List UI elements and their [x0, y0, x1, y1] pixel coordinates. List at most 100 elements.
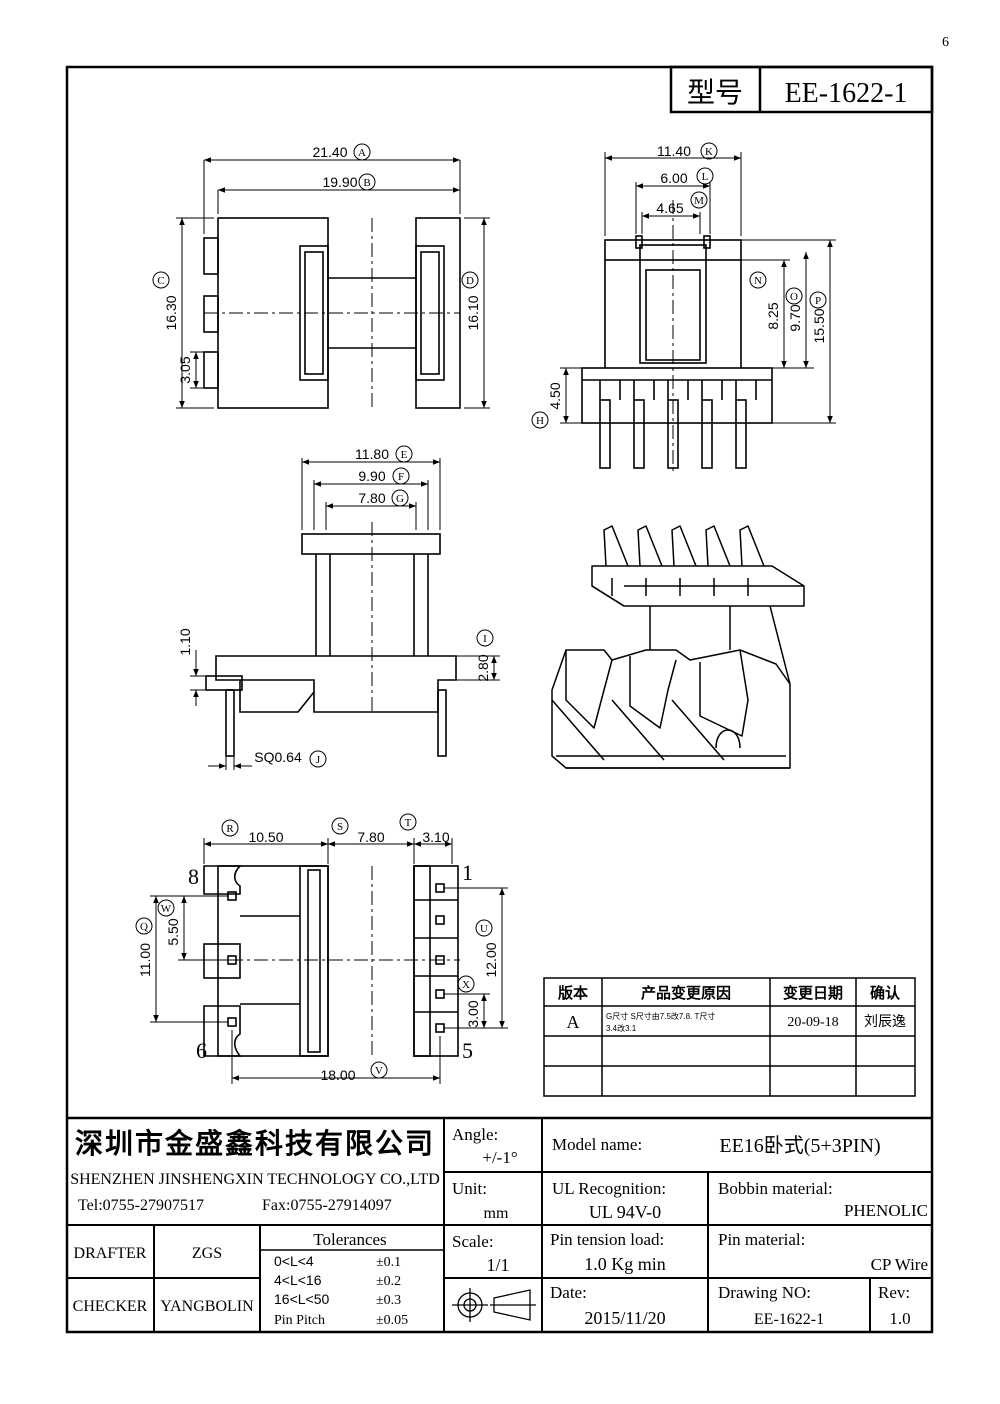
circle-letter-w: W	[161, 903, 172, 915]
dim-7-80-s: 7.80	[357, 829, 384, 845]
drawing-no-value: EE-1622-1	[754, 1311, 824, 1328]
rev-header-reason: 产品变更原因	[641, 984, 731, 1002]
circle-letter-j: J	[316, 754, 321, 766]
dim-9-90: 9.90	[358, 468, 385, 484]
rev-header-confirm: 确认	[870, 984, 901, 1002]
dim-1-10: 1.10	[177, 628, 193, 655]
model-box: 型号 EE-1622-1	[669, 65, 934, 114]
dim-2-80: 2.80	[475, 654, 491, 681]
model-name-label: Model name:	[552, 1135, 642, 1154]
pin-tension-label: Pin tension load:	[550, 1230, 664, 1249]
drawing-border	[65, 65, 934, 1334]
circle-letter-l: L	[702, 171, 709, 183]
date-label: Date:	[550, 1283, 587, 1302]
projection-symbol-icon	[452, 1288, 536, 1322]
model-name-value: EE16卧式(5+3PIN)	[719, 1134, 880, 1157]
view-isometric	[551, 525, 805, 769]
date-value: 2015/11/20	[584, 1308, 665, 1328]
rev-header-date: 变更日期	[783, 984, 843, 1002]
circle-letter-v: V	[375, 1065, 383, 1077]
view-top	[203, 217, 461, 410]
company-name-cn: 深圳市金盛鑫科技有限公司	[75, 1127, 435, 1159]
view-bottom	[203, 865, 460, 1058]
page-mark: 6	[942, 35, 949, 50]
dim-sq0-64: SQ0.64	[254, 749, 302, 765]
dim-21-40: 21.40	[312, 144, 347, 160]
tolerance-value-3: ±0.3	[376, 1293, 401, 1308]
circle-letter-h: H	[536, 415, 544, 427]
dim-4-65: 4.65	[656, 200, 683, 216]
scale-label: Scale:	[452, 1232, 494, 1251]
view-front-dimensions	[560, 152, 836, 424]
rev-row-version: A	[567, 1012, 580, 1032]
dim-15-50: 15.50	[811, 308, 827, 343]
tolerance-range-1: 0<L<4	[274, 1253, 314, 1269]
dim-6-00: 6.00	[660, 170, 687, 186]
title-block	[67, 1116, 932, 1332]
angle-label: Angle:	[452, 1125, 498, 1144]
view-side	[205, 522, 457, 757]
circle-letter-q: Q	[140, 921, 148, 933]
tolerance-value-4: ±0.05	[376, 1313, 408, 1328]
circle-letter-a: A	[358, 147, 366, 159]
ul-label: UL Recognition:	[552, 1179, 666, 1198]
circle-letter-g: G	[396, 493, 404, 505]
dim-11-80: 11.80	[355, 446, 389, 462]
unit-value: mm	[484, 1205, 509, 1222]
unit-label: Unit:	[452, 1179, 487, 1198]
dim-3-10: 3.10	[422, 829, 449, 845]
angle-value: +/-1°	[482, 1148, 517, 1167]
circle-letter-c: C	[157, 275, 164, 287]
view-bottom-dimensions	[150, 838, 508, 1084]
bobbin-label: Bobbin material:	[718, 1179, 833, 1198]
pin-number-6: 6	[196, 1038, 207, 1063]
pin-material-label: Pin material:	[718, 1230, 805, 1249]
tolerance-value-2: ±0.2	[376, 1274, 401, 1289]
pin-number-5: 5	[462, 1038, 473, 1063]
dim-8-25: 8.25	[765, 302, 781, 329]
model-value: EE-1622-1	[785, 78, 908, 109]
drafter-label: DRAFTER	[74, 1245, 147, 1262]
checker-label: CHECKER	[73, 1298, 148, 1315]
pin-number-1: 1	[462, 860, 473, 885]
circle-letter-s: S	[337, 821, 343, 833]
view-top-dimensions	[176, 157, 490, 409]
rev-label: Rev:	[878, 1283, 910, 1302]
circle-markers	[135, 142, 827, 1079]
circle-letter-k: K	[705, 146, 713, 158]
dim-4-50: 4.50	[547, 382, 563, 409]
drawing-no-label: Drawing NO:	[718, 1283, 811, 1302]
rev-row-reason-line2: 3.4改3.1	[606, 1023, 637, 1033]
circle-letter-i: I	[483, 633, 487, 645]
circle-letter-n: N	[754, 275, 762, 287]
dim-12-00: 12.00	[483, 942, 499, 977]
view-front	[581, 200, 773, 472]
rev-row-date: 20-09-18	[787, 1015, 838, 1030]
circle-letter-o: O	[790, 291, 798, 303]
checker-value: YANGBOLIN	[160, 1298, 254, 1315]
company-name-en: SHENZHEN JINSHENGXIN TECHNOLOGY CO.,LTD	[70, 1171, 440, 1188]
company-fax: Fax:0755-27914097	[262, 1197, 392, 1214]
pin-material-value: CP Wire	[871, 1255, 928, 1274]
circle-letter-r: R	[226, 823, 234, 835]
tolerance-value-1: ±0.1	[376, 1255, 401, 1270]
dim-11-00: 11.00	[137, 943, 153, 977]
pin-number-8: 8	[188, 864, 199, 889]
ul-value: UL 94V-0	[589, 1202, 661, 1222]
rev-row-confirm: 刘辰逸	[864, 1013, 906, 1029]
tolerance-range-3: 16<L<50	[274, 1291, 329, 1307]
bobbin-value: PHENOLIC	[844, 1201, 928, 1220]
dim-16-30: 16.30	[163, 295, 179, 330]
circle-letter-p: P	[815, 295, 821, 307]
dim-7-80-g: 7.80	[358, 490, 385, 506]
dim-19-90: 19.90	[322, 174, 357, 190]
revision-table	[543, 977, 916, 1097]
rev-row-reason-line1: G尺寸 S尺寸由7.5改7.8. T尺寸	[606, 1011, 715, 1021]
dim-16-10: 16.10	[465, 295, 481, 330]
circle-letter-t: T	[405, 817, 412, 829]
circle-letter-b: B	[363, 177, 370, 189]
company-tel: Tel:0755-27907517	[78, 1197, 204, 1214]
dim-9-70: 9.70	[787, 304, 803, 331]
rev-header-version: 版本	[558, 984, 588, 1002]
